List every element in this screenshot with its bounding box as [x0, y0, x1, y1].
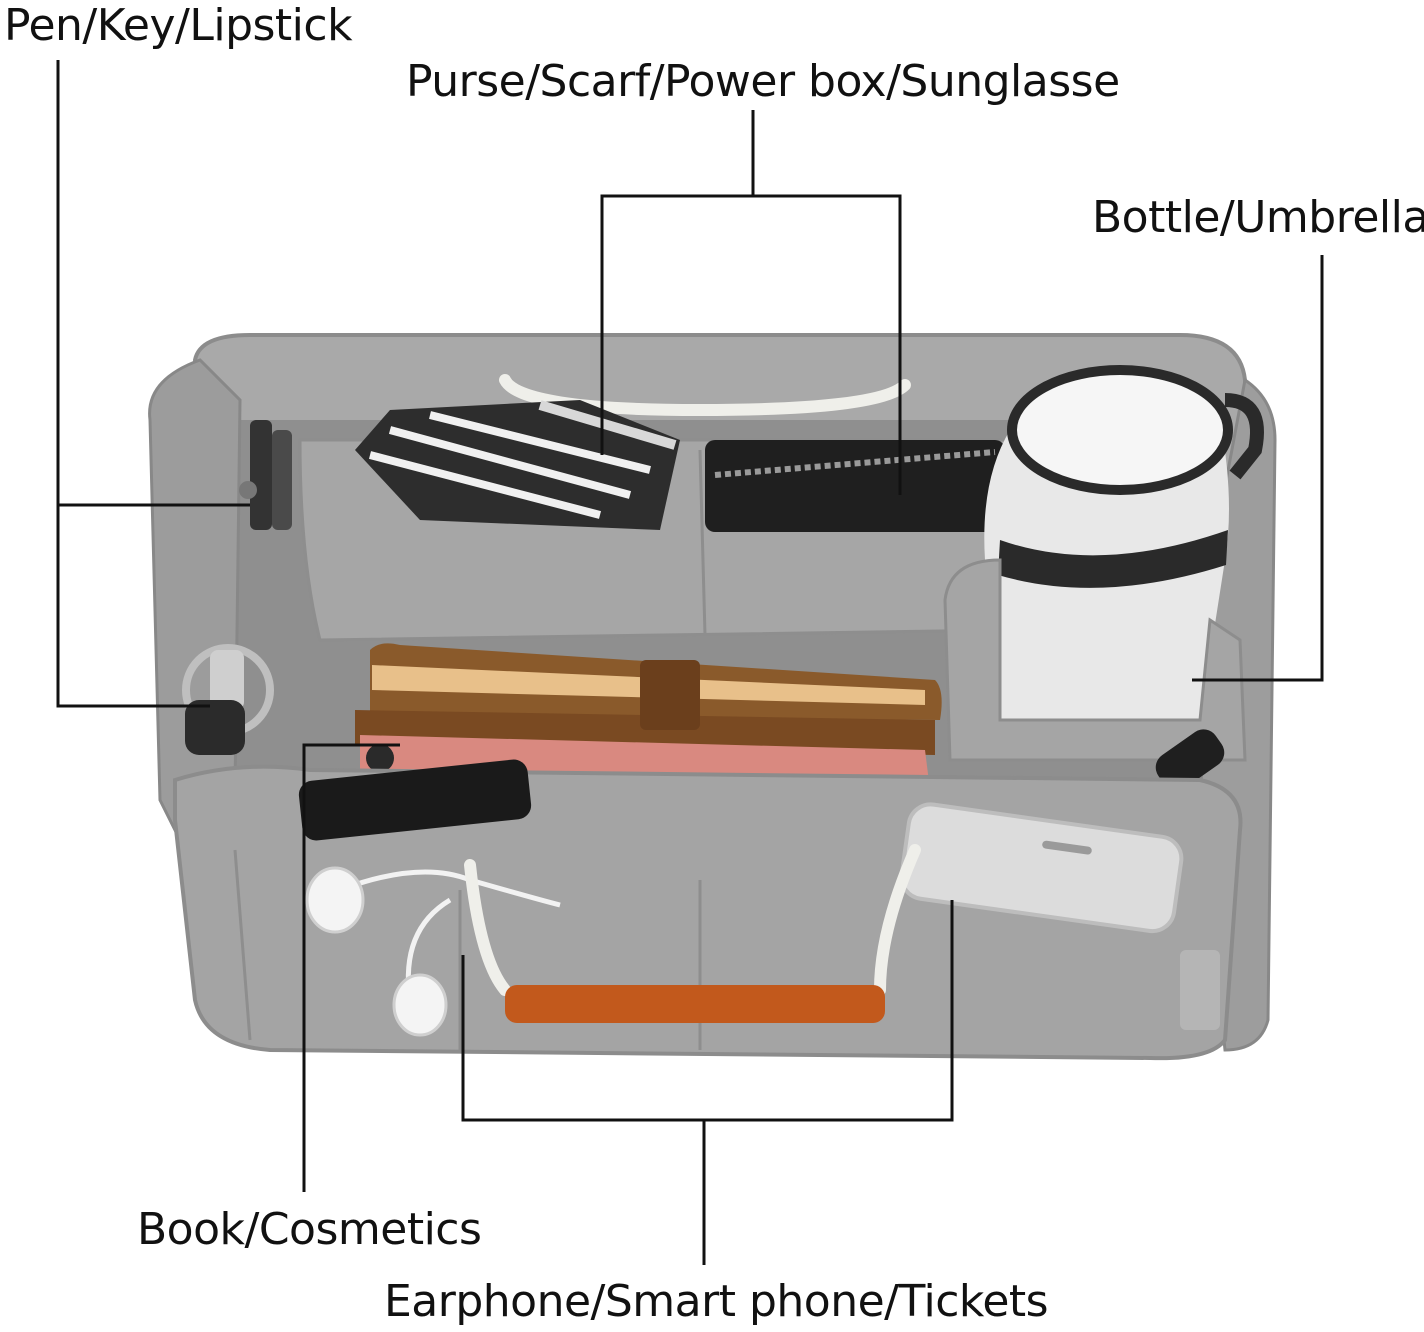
pens	[239, 420, 292, 530]
purse-leader	[600, 194, 902, 495]
leader-lines	[56, 60, 1324, 1265]
umbrella	[1155, 729, 1225, 791]
earphone-phone-tickets-label: Earphone/Smart phone/Tickets	[384, 1276, 1049, 1327]
book-leader	[302, 743, 400, 1192]
side-tab	[1180, 950, 1220, 1030]
book-cosmetics-label: Book/Cosmetics	[137, 1204, 482, 1255]
black-phone	[298, 759, 532, 841]
striped-scarf	[355, 400, 680, 530]
felt-organizer	[148, 333, 1277, 1061]
purse-scarf-label: Purse/Scarf/Power box/Sunglasse	[406, 56, 1120, 107]
earphone-leader	[461, 900, 954, 1122]
back-rope-handle	[499, 374, 911, 417]
smartphone	[899, 802, 1184, 934]
pen-key-lipstick-label: Pen/Key/Lipstick	[4, 0, 353, 51]
front-rope-handle	[464, 844, 921, 996]
key-ring	[182, 644, 274, 755]
leather-handle	[505, 985, 885, 1023]
bottle-umbrella-label: Bottle/Umbrella	[1092, 192, 1424, 243]
water-bottle	[984, 365, 1264, 720]
black-purse	[705, 440, 1005, 532]
bottle-leader	[1192, 255, 1324, 682]
pen-key-leader	[56, 60, 210, 708]
